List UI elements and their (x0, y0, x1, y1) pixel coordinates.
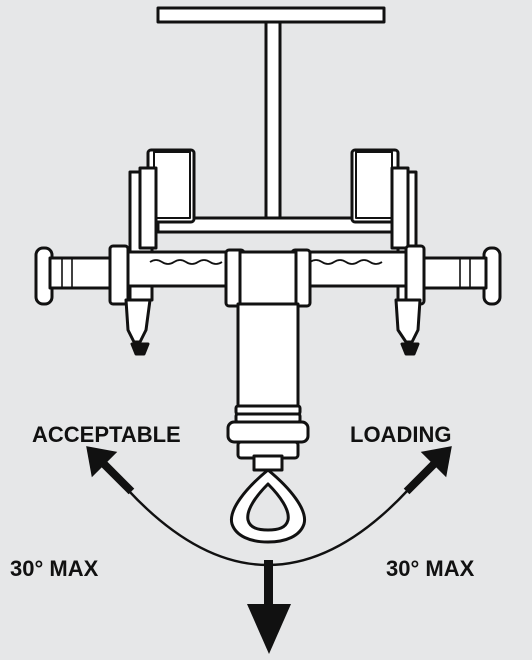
load-direction-arrow-icon (86, 446, 452, 654)
down-arrow (247, 560, 291, 654)
swivel-ring (229, 454, 307, 544)
left-side-plate (128, 148, 196, 302)
max-angle-left: 30° MAX (10, 556, 99, 581)
right-adjusting-knob (404, 244, 502, 306)
i-beam (156, 6, 410, 234)
acceptable-label: ACCEPTABLE (32, 422, 181, 447)
beam-trolley-clamp-icon (34, 6, 502, 544)
loading-label: LOADING (350, 422, 452, 447)
center-collar (224, 248, 312, 308)
left-adjusting-knob (34, 244, 130, 306)
hanging-strap (226, 302, 310, 460)
left-clamp-tip (124, 298, 152, 356)
right-arrow (403, 446, 452, 495)
max-angle-right: 30° MAX (386, 556, 475, 581)
left-arrow (86, 446, 135, 495)
right-clamp-tip (394, 298, 422, 356)
